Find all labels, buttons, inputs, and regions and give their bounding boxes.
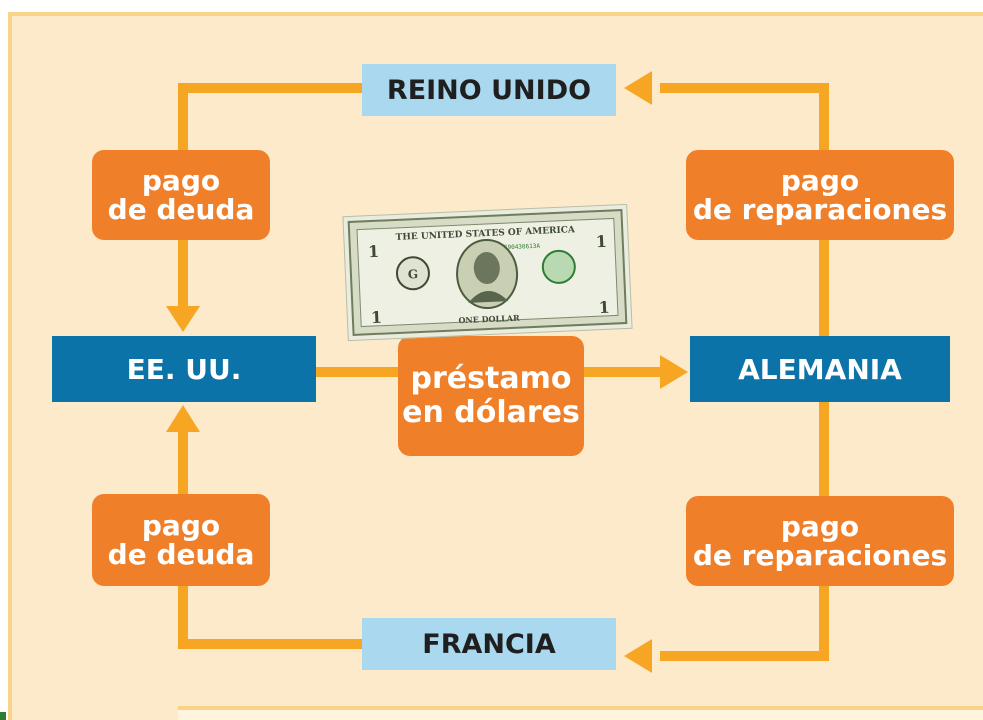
label-line: pago bbox=[141, 509, 221, 542]
bill-denomination: ONE DOLLAR bbox=[458, 313, 520, 326]
arrowhead-eeuu-top bbox=[166, 306, 200, 332]
label-center-dollar-loan: préstamo en dólares bbox=[398, 336, 584, 456]
label-bottom-left-debt-payment: pago de deuda bbox=[92, 494, 270, 586]
svg-text:1: 1 bbox=[368, 242, 380, 261]
svg-text:1: 1 bbox=[598, 298, 610, 317]
label-line: pago bbox=[780, 510, 860, 543]
corner-marker bbox=[0, 712, 6, 720]
node-reino-unido-label: REINO UNIDO bbox=[386, 74, 592, 106]
node-alemania: ALEMANIA bbox=[690, 336, 950, 402]
label-line: pago bbox=[141, 164, 221, 197]
label-line: de deuda bbox=[107, 193, 255, 226]
arrowhead-reino-unido bbox=[624, 71, 652, 105]
svg-text:1: 1 bbox=[595, 232, 607, 251]
label-line: préstamo bbox=[410, 361, 572, 396]
label-line: de reparaciones bbox=[692, 539, 948, 572]
arrowhead-eeuu-bottom bbox=[166, 405, 200, 432]
label-line: de reparaciones bbox=[692, 193, 948, 226]
arrowhead-francia bbox=[624, 639, 652, 673]
node-eeuu: EE. UU. bbox=[52, 336, 316, 402]
bill-serial: E90430613A bbox=[504, 243, 541, 252]
arrow-alemania-to-francia bbox=[660, 402, 829, 661]
node-francia: FRANCIA bbox=[362, 618, 616, 670]
label-top-left-debt-payment: pago de deuda bbox=[92, 150, 270, 240]
label-top-right-reparations-payment: pago de reparaciones bbox=[686, 150, 954, 240]
label-line: de deuda bbox=[107, 538, 255, 571]
label-line: en dólares bbox=[402, 395, 580, 430]
bottom-panel-edge bbox=[178, 706, 983, 720]
dollar-bill-image: THE UNITED STATES OF AMERICA E90430613A … bbox=[342, 203, 633, 342]
label-line: pago bbox=[780, 164, 860, 197]
svg-text:1: 1 bbox=[370, 308, 382, 327]
node-francia-label: FRANCIA bbox=[422, 628, 556, 660]
node-eeuu-label: EE. UU. bbox=[126, 352, 242, 386]
arrowhead-alemania bbox=[660, 355, 688, 389]
label-bottom-right-reparations-payment: pago de reparaciones bbox=[686, 496, 954, 586]
node-alemania-label: ALEMANIA bbox=[738, 352, 902, 386]
arrow-alemania-to-reino-unido bbox=[660, 83, 829, 336]
svg-text:G: G bbox=[408, 267, 419, 281]
node-reino-unido: REINO UNIDO bbox=[362, 64, 616, 116]
